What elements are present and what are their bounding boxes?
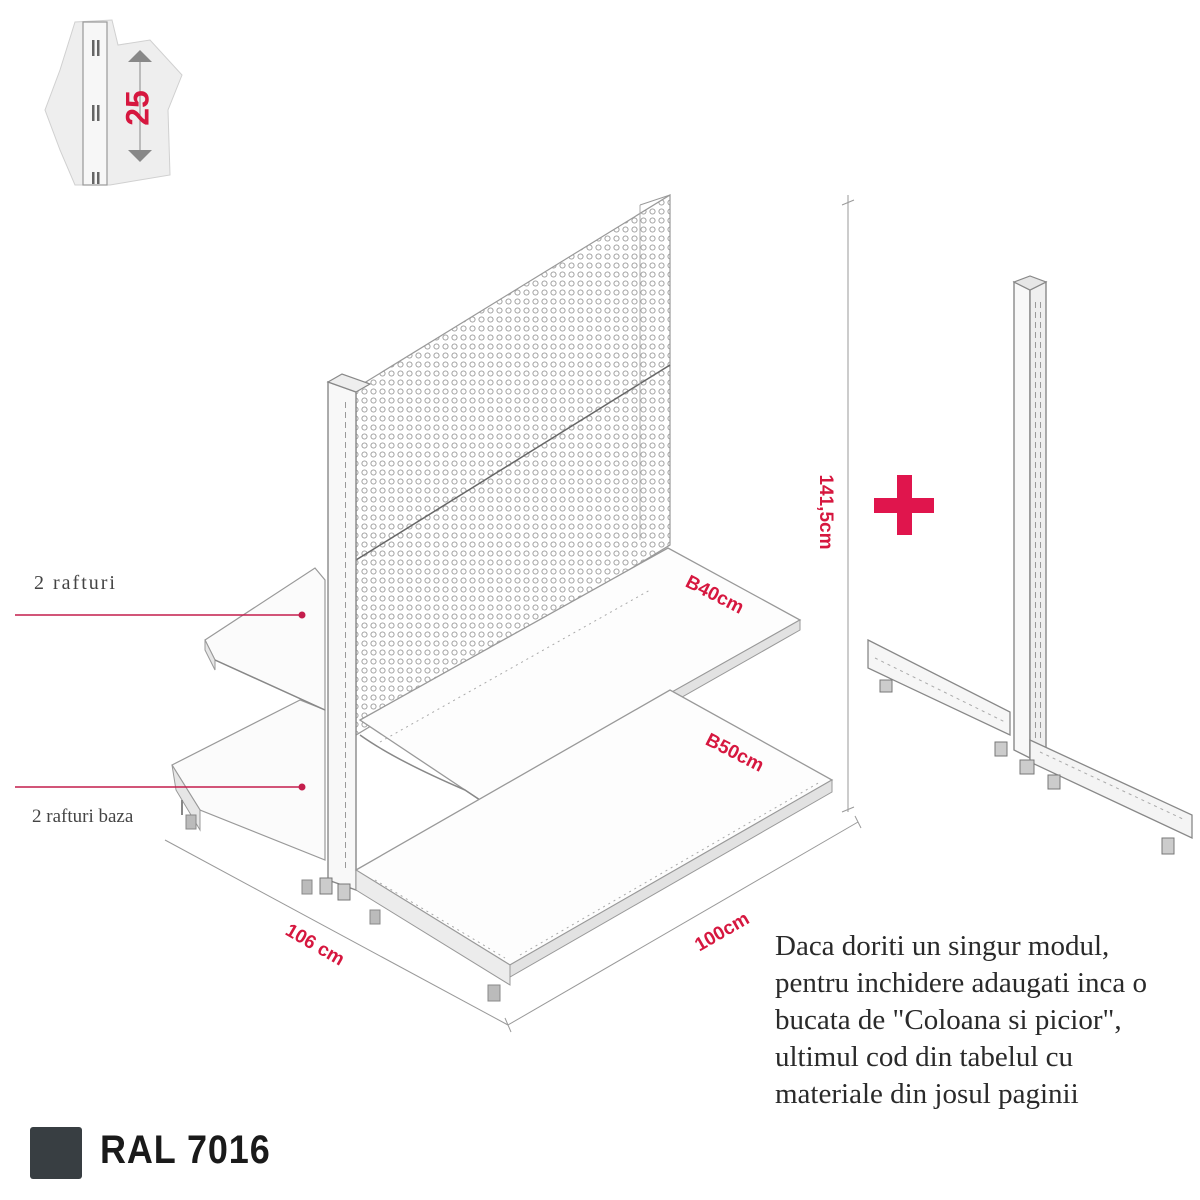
single-module-note: Daca doriti un singur modul, pentru inch… [775, 928, 1195, 1113]
column-and-foot [867, 275, 1193, 855]
top-shelf-back [204, 567, 326, 711]
note-line: ultimul cod din tabelul cu [775, 1041, 1074, 1073]
note-line: bucata de "Coloana si picior", [775, 1004, 1122, 1036]
arrow-up-icon [128, 50, 152, 62]
arrow-down-icon [128, 150, 152, 162]
color-code: RAL 7016 [100, 1128, 271, 1172]
note-line: materiale din josul paginii [775, 1078, 1079, 1110]
pitch-detail: 25 [44, 19, 183, 186]
gondola-unit [171, 193, 834, 1002]
label-shelves: 2 rafturi [34, 572, 117, 594]
dimension-lines [164, 195, 862, 1033]
base-shelf-back [171, 699, 326, 861]
depth-dim-line [164, 839, 509, 1026]
label-base-shelves: 2 rafturi baza [32, 806, 134, 827]
plus-icon [874, 475, 934, 535]
note-line: pentru inchidere adaugati inca o [775, 967, 1148, 999]
standalone-column [1013, 280, 1031, 760]
width-dim-line [507, 821, 859, 1026]
pitch-value: 25 [119, 90, 155, 126]
label-height: 141,5cm [815, 474, 836, 549]
label-width: 100cm [691, 908, 753, 956]
center-column [327, 381, 357, 891]
label-depth-total: 106 cm [282, 920, 348, 970]
color-swatch [30, 1127, 82, 1179]
callouts [15, 611, 306, 791]
note-line: Daca doriti un singur modul, [775, 930, 1110, 962]
